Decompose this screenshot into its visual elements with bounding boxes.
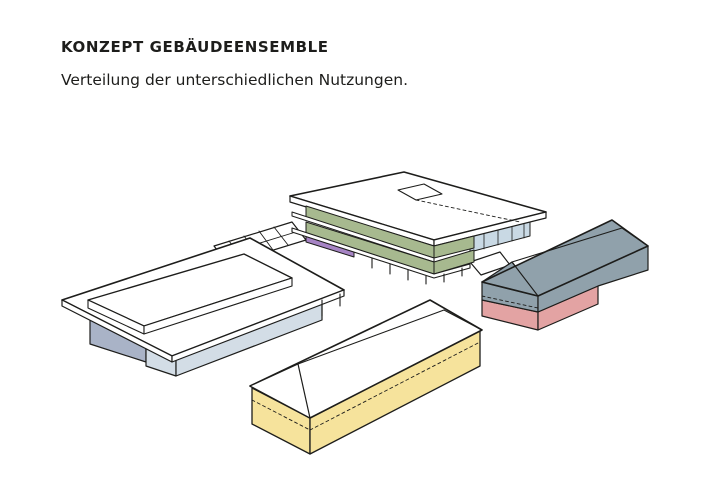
walkway-rail	[258, 230, 274, 251]
right-roof-hip	[511, 261, 539, 297]
central-green-floor-lower-side	[433, 249, 475, 275]
page-title: KONZEPT GEBÄUDEENSEMBLE	[61, 38, 329, 56]
central-slab-bottom	[291, 227, 471, 279]
right-roof-ridge	[511, 227, 623, 263]
left-roof-box-edge-right	[143, 277, 293, 335]
central-rooftop-box	[397, 183, 443, 201]
front-floor-dash-side	[309, 341, 481, 431]
central-rooftop-dash	[415, 199, 521, 223]
central-green-floor-side	[433, 235, 475, 259]
right-gable-block	[481, 219, 649, 331]
front-roof-hip-2	[443, 309, 483, 331]
front-roof-hip	[249, 363, 311, 419]
right-floor-dash	[481, 295, 539, 309]
central-roof-slab-edge-right	[433, 211, 547, 247]
front-floor-dash	[251, 399, 311, 431]
walkway-rail	[273, 226, 289, 246]
central-terraced-block	[289, 171, 547, 285]
right-roof-hip-2	[621, 227, 649, 247]
front-roof-ridge	[297, 309, 445, 365]
left-roof-slab-edge-right	[171, 289, 345, 363]
left-pavilion-block	[61, 237, 345, 377]
page-subtitle: Verteilung der unterschiedlichen Nutzung…	[61, 71, 409, 89]
front-gable-block	[249, 299, 483, 455]
